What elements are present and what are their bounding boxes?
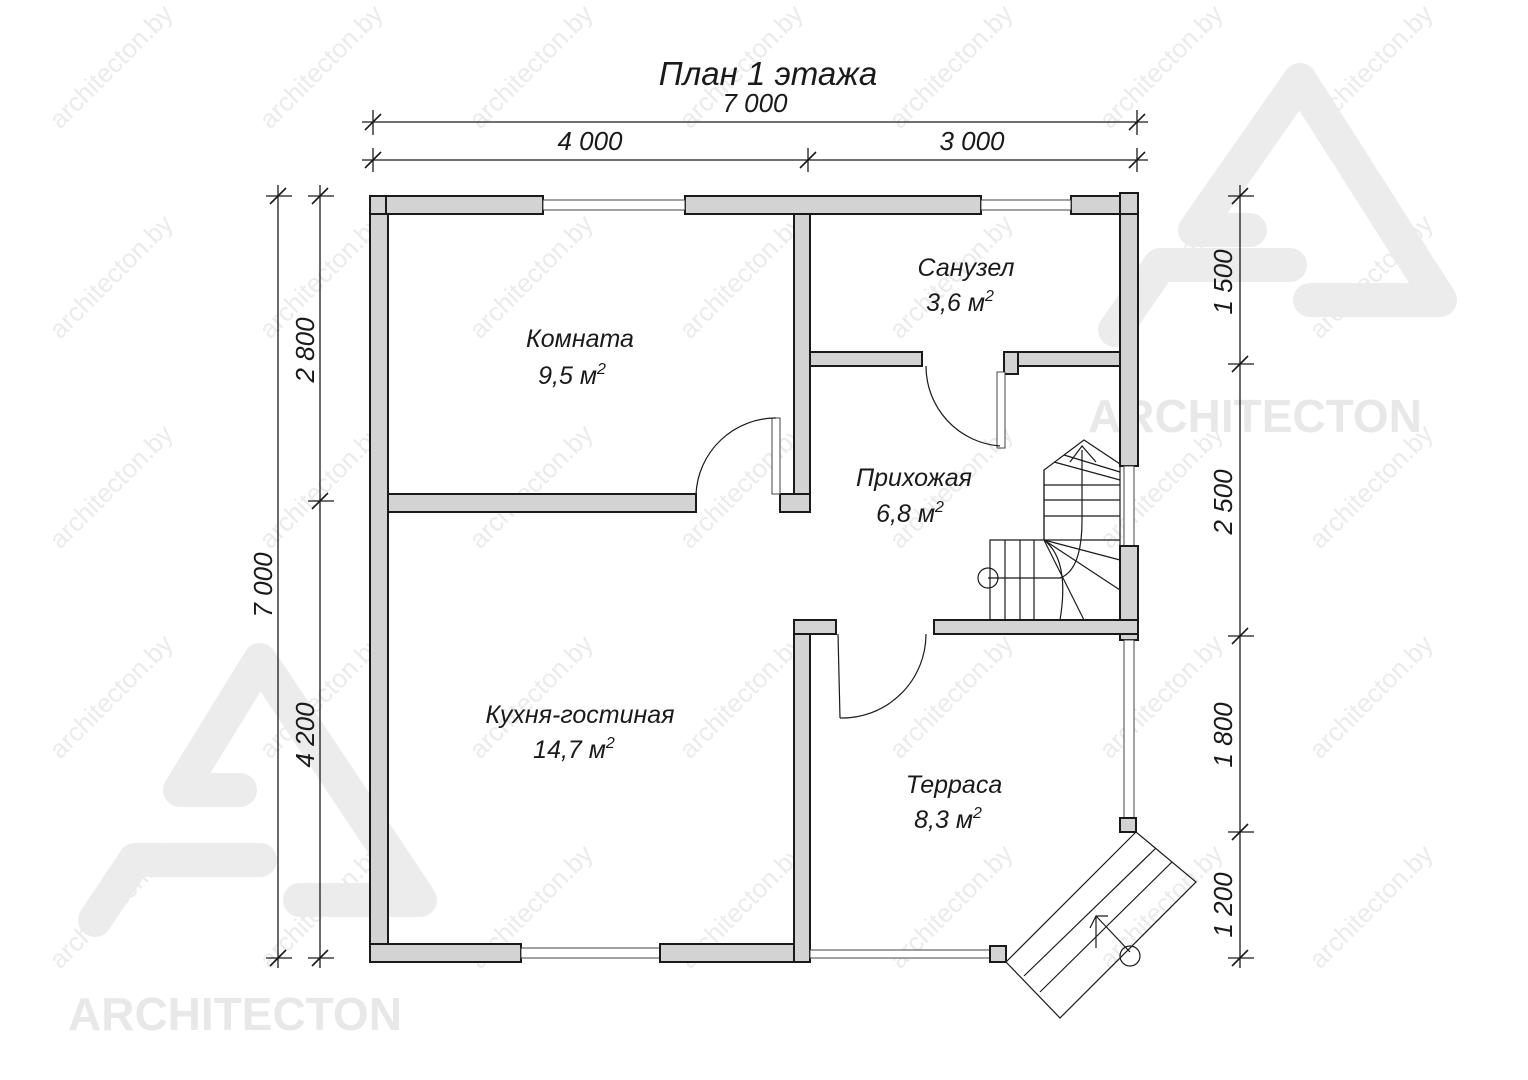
watermark-site-text: architecton.by — [463, 209, 599, 345]
watermark-site-text: architecton.by — [673, 629, 809, 765]
watermark-site-text: architecton.by — [253, 209, 389, 345]
watermark-site-text: architecton.by — [43, 209, 179, 345]
watermark-site-text: architecton.by — [1093, 0, 1229, 134]
dim-right-4: 1 200 — [1208, 872, 1238, 938]
bathroom-area: 3,6 м2 — [926, 288, 994, 317]
watermark-logo-left — [78, 643, 437, 937]
dim-left-lower: 4 200 — [290, 702, 320, 768]
room-area: 9,5 м2 — [538, 361, 606, 390]
door-swings — [695, 365, 1001, 719]
plan-title: План 1 этажа — [659, 55, 877, 92]
hallway-area: 6,8 м2 — [876, 499, 944, 528]
watermark-site-text: architecton.by — [883, 0, 1019, 134]
terrace-name: Терраса — [906, 771, 1003, 799]
watermark-site-text: architecton.by — [1303, 0, 1439, 134]
dim-right-3: 1 800 — [1208, 702, 1238, 768]
kitchen-area: 14,7 м2 — [533, 735, 615, 764]
watermark-site-text: architecton.by — [43, 629, 179, 765]
watermark-brand-right: ARCHITECTON — [1088, 390, 1422, 442]
watermark-site-text: architecton.by — [463, 0, 599, 134]
terrace-area: 8,3 м2 — [914, 805, 982, 834]
dim-left-upper: 2 800 — [290, 317, 320, 384]
room-label-kitchen: Кухня-гостиная 14,7 м2 — [485, 701, 674, 764]
terrace-steps — [1005, 831, 1197, 1019]
dimension-lines — [266, 110, 1254, 968]
room-label-bathroom: Санузел 3,6 м2 — [917, 254, 1014, 317]
room-label-room: Комната 9,5 м2 — [526, 325, 634, 390]
watermark-site-text: architecton.by — [883, 629, 1019, 765]
dim-top-total: 7 000 — [722, 88, 788, 118]
watermark-site-text: architecton.by — [673, 209, 809, 345]
watermark-site-text: architecton.by — [43, 419, 179, 555]
watermark-brand-left: ARCHITECTON — [68, 988, 402, 1040]
room-name: Комната — [526, 325, 634, 353]
watermark-site-text: architecton.by — [1303, 839, 1439, 975]
dim-top-left: 4 000 — [557, 126, 623, 156]
dim-top-right: 3 000 — [939, 126, 1005, 156]
interior-stairs — [977, 439, 1121, 621]
kitchen-name: Кухня-гостиная — [485, 701, 674, 729]
watermark-site-text: architecton.by — [43, 0, 179, 134]
room-label-terrace: Терраса 8,3 м2 — [906, 771, 1003, 834]
bathroom-name: Санузел — [917, 254, 1014, 282]
room-label-hallway: Прихожая 6,8 м2 — [856, 464, 972, 528]
watermark-site-text: architecton.by — [673, 419, 809, 555]
watermark-site-text: architecton.by — [253, 419, 389, 555]
watermark-site-text: architecton.by — [463, 419, 599, 555]
walls — [369, 192, 1139, 963]
dim-right-1: 1 500 — [1208, 249, 1238, 315]
hallway-name: Прихожая — [856, 464, 972, 492]
dim-right-2: 2 500 — [1208, 469, 1238, 536]
watermark-site-text: architecton.by — [43, 839, 179, 975]
dim-left-total: 7 000 — [248, 552, 278, 618]
watermark-site-text: architecton.by — [1303, 629, 1439, 765]
watermark-site-text: architecton.by — [253, 0, 389, 134]
